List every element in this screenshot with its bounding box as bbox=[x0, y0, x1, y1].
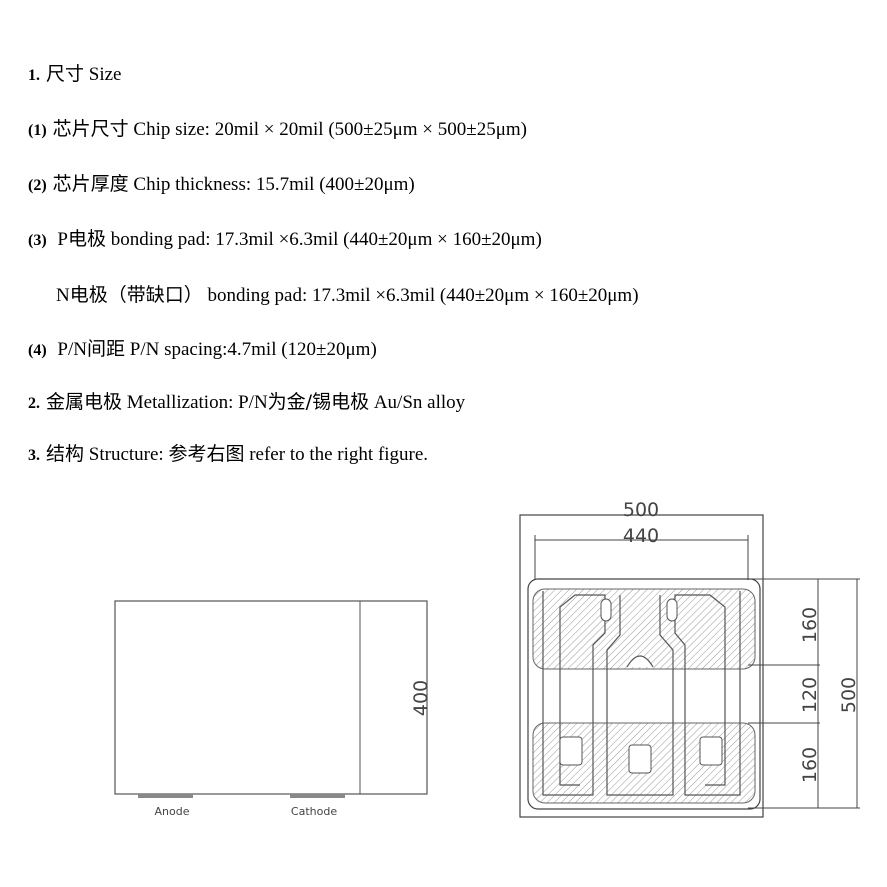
top-view-drawing: 500 440 160 120 160 500 bbox=[519, 499, 860, 818]
anode-label: Anode bbox=[155, 805, 190, 818]
pn-spacing-cn: 间距 bbox=[86, 338, 125, 360]
section-number: 3. bbox=[28, 447, 40, 464]
pn-spacing-en: P/N spacing:4.7mil (120±20μm) bbox=[125, 339, 377, 360]
pn-spacing-line: (4) P/N间距 P/N spacing:4.7mil (120±20μm) bbox=[28, 337, 377, 363]
n-pad-en: bonding pad: 17.3mil ×6.3mil (440±20μm ×… bbox=[202, 285, 639, 306]
pn-label: P/N bbox=[52, 339, 87, 360]
metallization-line: 2. 金属电极 Metallization: P/N为金/锡电极 Au/Sn al… bbox=[28, 390, 465, 416]
via bbox=[666, 598, 678, 622]
section-size-heading: 1. 尺寸 Size bbox=[28, 62, 121, 88]
dim-500-top: 500 bbox=[623, 499, 659, 521]
cathode-pad bbox=[290, 794, 345, 798]
chip-inner bbox=[527, 578, 761, 810]
structure-cn-2: 参考右图 bbox=[168, 443, 245, 465]
n-contact bbox=[559, 736, 583, 766]
structure-cn: 结构 bbox=[46, 443, 85, 465]
structure-en-2: refer to the right figure. bbox=[244, 444, 429, 465]
via bbox=[600, 598, 612, 622]
p-pad-cn: 电极 bbox=[67, 228, 106, 250]
chip-thickness-line: (2) 芯片厚度 Chip thickness: 15.7mil (400±20μ… bbox=[28, 172, 415, 198]
chip-size-cn: 芯片尺寸 bbox=[52, 118, 129, 140]
item-number: (2) bbox=[28, 177, 47, 194]
dim-160-bottom: 160 bbox=[799, 747, 821, 783]
chip-size-line: (1) 芯片尺寸 Chip size: 20mil × 20mil (500±25… bbox=[28, 117, 527, 143]
chip-side-body bbox=[114, 600, 428, 795]
cathode-label: Cathode bbox=[291, 805, 337, 818]
chip-size-en: Chip size: 20mil × 20mil (500±25μm × 500… bbox=[128, 119, 527, 140]
n-label: N bbox=[56, 285, 70, 306]
notch bbox=[626, 655, 654, 668]
item-number: (1) bbox=[28, 122, 47, 139]
electrode-trace bbox=[606, 595, 674, 796]
dim-160-top: 160 bbox=[799, 607, 821, 643]
dim-120: 120 bbox=[799, 677, 821, 713]
p-pad-en: bonding pad: 17.3mil ×6.3mil (440±20μm ×… bbox=[106, 229, 542, 250]
metallization-cn-2: 为金/锡电极 bbox=[267, 391, 370, 413]
p-pad-line: (3) P电极 bonding pad: 17.3mil ×6.3mil (44… bbox=[28, 227, 542, 253]
p-label: P bbox=[52, 229, 68, 250]
metallization-en-2: Au/Sn alloy bbox=[369, 392, 466, 413]
dim-440: 440 bbox=[623, 525, 659, 547]
n-contact bbox=[699, 736, 723, 766]
height-label: 400 bbox=[410, 680, 432, 716]
n-pad-line: N电极（带缺口） bonding pad: 17.3mil ×6.3mil (4… bbox=[56, 283, 639, 308]
size-cn: 尺寸 bbox=[46, 63, 85, 85]
n-pad-cn: 电极（带缺口） bbox=[69, 284, 203, 306]
item-number: (3) bbox=[28, 232, 47, 249]
side-view-drawing: 400 Anode Cathode bbox=[114, 600, 432, 818]
metallization-cn: 金属电极 bbox=[46, 391, 123, 413]
metallization-en: Metallization: P/N bbox=[122, 392, 268, 413]
dim-500-right: 500 bbox=[838, 677, 860, 713]
chip-thickness-cn: 芯片厚度 bbox=[52, 173, 129, 195]
size-en: Size bbox=[84, 64, 122, 85]
structure-line: 3. 结构 Structure: 参考右图 refer to the right … bbox=[28, 442, 428, 468]
anode-pad bbox=[138, 794, 193, 798]
section-number: 2. bbox=[28, 395, 40, 412]
n-contact bbox=[628, 744, 652, 774]
chip-thickness-en: Chip thickness: 15.7mil (400±20μm) bbox=[128, 174, 415, 195]
item-number: (4) bbox=[28, 342, 47, 359]
structure-en: Structure: bbox=[84, 444, 169, 465]
section-number: 1. bbox=[28, 67, 40, 84]
p-pad-area bbox=[532, 588, 756, 670]
